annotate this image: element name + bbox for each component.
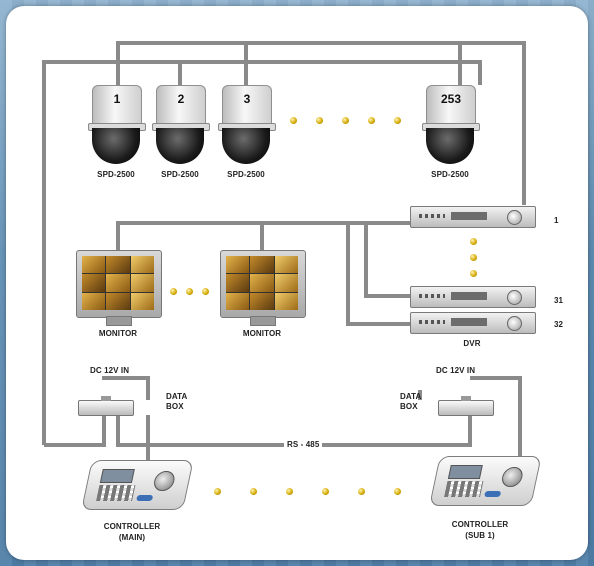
ellipsis-dot xyxy=(342,117,349,124)
ellipsis-dot xyxy=(202,288,209,295)
controller-sub xyxy=(428,456,542,510)
camera-1: 1 xyxy=(88,85,146,165)
dvr-label: DVR xyxy=(463,339,481,348)
monitor-1 xyxy=(76,250,162,326)
ellipsis-dot xyxy=(316,117,323,124)
dvr-unit-1 xyxy=(410,206,536,228)
left-data-bottom xyxy=(44,415,106,447)
jog-dial-icon xyxy=(507,290,522,305)
monitor-label: MONITOR xyxy=(242,329,282,338)
data-box-label: DATA xyxy=(400,392,422,401)
camera-number: 3 xyxy=(243,92,251,106)
data-box-label: BOX xyxy=(400,402,418,411)
data-box-label: DATA xyxy=(166,392,188,401)
power-label: DC 12V IN xyxy=(436,366,476,375)
controller-label: CONTROLLER xyxy=(103,522,161,531)
jog-dial-icon xyxy=(507,316,522,331)
dvr-number: 31 xyxy=(554,296,563,305)
monitor-label: MONITOR xyxy=(98,329,138,338)
dvr-unit-31 xyxy=(410,286,536,308)
ellipsis-dot xyxy=(250,488,257,495)
jog-dial-icon xyxy=(507,210,522,225)
monitor-2 xyxy=(220,250,306,326)
ellipsis-dot xyxy=(358,488,365,495)
right-power-line xyxy=(470,376,522,470)
camera-dome-icon xyxy=(222,128,270,164)
ellipsis-dot xyxy=(290,117,297,124)
camera-lower-bus xyxy=(42,60,482,445)
monitor-screen-icon xyxy=(226,256,298,310)
camera-model-label: SPD-2500 xyxy=(161,170,199,179)
ellipsis-dot xyxy=(214,488,221,495)
dvr-number: 1 xyxy=(554,216,559,225)
camera-2: 2 xyxy=(152,85,210,165)
camera-dome-icon xyxy=(426,128,474,164)
controller-label: CONTROLLER xyxy=(451,520,509,529)
camera-model-label: SPD-2500 xyxy=(431,170,469,179)
ellipsis-dot xyxy=(170,288,177,295)
camera-3: 3 xyxy=(218,85,276,165)
power-label: DC 12V IN xyxy=(90,366,130,375)
camera-dome-icon xyxy=(156,128,204,164)
ellipsis-dot xyxy=(470,238,477,245)
controller-label: (MAIN) xyxy=(118,533,146,542)
controller-label: (SUB 1) xyxy=(465,531,495,540)
ellipsis-dot xyxy=(286,488,293,495)
camera-number: 1 xyxy=(113,92,121,106)
camera-model-label: SPD-2500 xyxy=(97,170,135,179)
camera-number: 2 xyxy=(177,92,185,106)
ellipsis-dot xyxy=(470,254,477,261)
data-box-2 xyxy=(438,396,494,416)
dvr-number: 32 xyxy=(554,320,563,329)
data-box-1 xyxy=(78,396,134,416)
controller-main xyxy=(80,460,194,514)
monitor-screen-icon xyxy=(82,256,154,310)
ellipsis-dot xyxy=(394,117,401,124)
ellipsis-dot xyxy=(322,488,329,495)
ellipsis-dot xyxy=(186,288,193,295)
camera-dome-icon xyxy=(92,128,140,164)
data-box-label: BOX xyxy=(166,402,184,411)
camera-number: 253 xyxy=(440,92,462,106)
dvr-side-line xyxy=(346,223,410,326)
ellipsis-dot xyxy=(368,117,375,124)
rs485-label: RS - 485 xyxy=(284,440,323,449)
ellipsis-dot xyxy=(470,270,477,277)
camera-model-label: SPD-2500 xyxy=(227,170,265,179)
ellipsis-dot xyxy=(394,488,401,495)
camera-253: 253 xyxy=(422,85,480,165)
dvr-monitor-line xyxy=(116,221,410,250)
left-power-line xyxy=(102,376,150,400)
joystick-icon xyxy=(500,467,525,487)
joystick-icon xyxy=(152,471,177,491)
dvr-unit-32 xyxy=(410,312,536,334)
dvr-side-line-2 xyxy=(364,223,410,298)
